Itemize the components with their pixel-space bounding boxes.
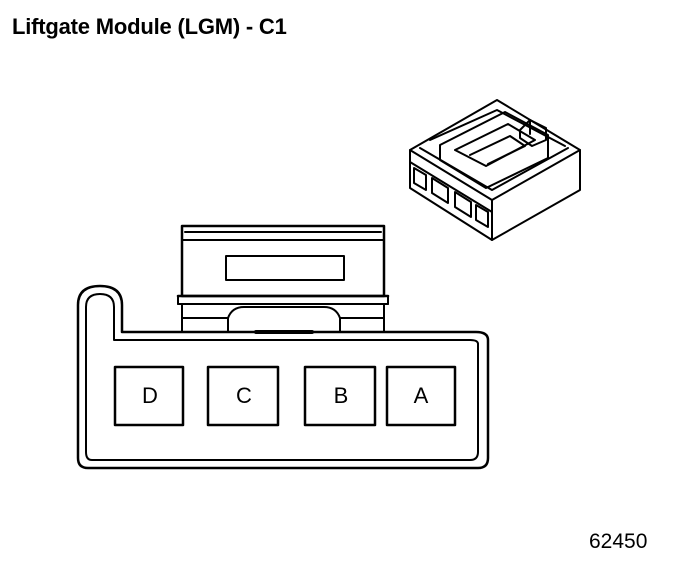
- pin-cavity-b: [303, 365, 377, 427]
- pin-cavity-c: [206, 365, 280, 427]
- diagram-title: Liftgate Module (LGM) - C1: [12, 14, 287, 39]
- connector-isometric-view: [409, 99, 581, 241]
- pin-label-b: B: [334, 383, 349, 408]
- pin-cavity-a: [385, 365, 457, 427]
- pin-cavity-d: [113, 365, 185, 427]
- connector-front-view: [76, 224, 490, 470]
- pin-label-a: A: [414, 383, 429, 408]
- pin-label-c: C: [236, 383, 252, 408]
- pin-label-d: D: [142, 383, 158, 408]
- figure-number: 62450: [589, 530, 648, 553]
